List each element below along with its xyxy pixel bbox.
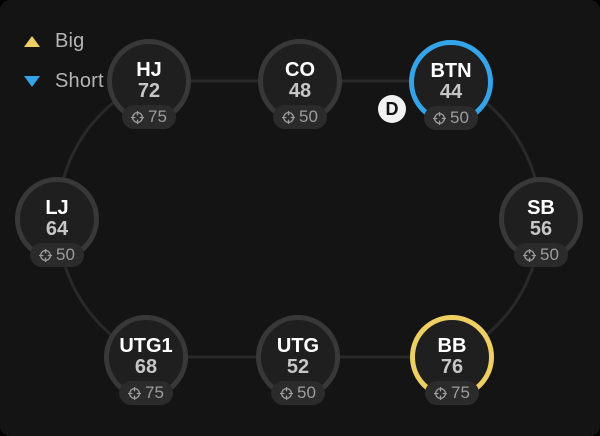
seat-position-label: UTG [276,335,320,357]
dealer-button: D [378,95,406,123]
legend-label-short: Short [55,69,104,92]
chip-count-badge: 50 [273,105,327,129]
seat-value: 64 [45,218,69,240]
seat-value: 52 [286,356,310,378]
chip-count: 75 [145,383,164,402]
seat-value: 48 [288,80,312,102]
crosshair-icon [280,386,294,400]
seat-position-label: HJ [136,59,162,81]
seat-co[interactable]: CO 48 50 [258,39,342,129]
chip-count-badge: 50 [424,106,478,130]
chip-count: 50 [56,245,75,264]
seat-circle: HJ 72 [107,39,191,123]
chip-count: 50 [450,108,469,127]
chip-count: 50 [297,383,316,402]
chip-count-badge: 50 [514,243,568,267]
seat-sb[interactable]: SB 56 50 [499,177,583,267]
seat-value: 72 [137,80,161,102]
seat-circle: UTG 52 [256,315,340,399]
chip-count: 75 [451,383,470,402]
chip-count: 50 [299,107,318,126]
seat-utg[interactable]: UTG 52 50 [256,315,340,405]
seat-btn[interactable]: BTN 44 50 [409,40,493,130]
seat-position-label: LJ [45,197,69,219]
chip-count-badge: 50 [271,381,325,405]
seat-position-label: CO [285,59,315,81]
seat-position-label: BB [437,335,467,357]
triangle-down-icon [24,75,40,87]
chip-count: 75 [148,107,167,126]
crosshair-icon [433,111,447,125]
chip-count: 50 [540,245,559,264]
seat-circle: LJ 64 [15,177,99,261]
chip-count-badge: 75 [122,105,176,129]
crosshair-icon [131,110,145,124]
seat-utg1[interactable]: UTG1 68 75 [104,315,188,405]
crosshair-icon [523,248,537,262]
seat-value: 44 [439,81,463,103]
seat-hj[interactable]: HJ 72 75 [107,39,191,129]
seat-value: 68 [134,356,158,378]
seat-position-label: UTG1 [119,335,173,357]
chip-count-badge: 75 [119,381,173,405]
legend-item-big: Big [24,29,104,53]
crosshair-icon [128,386,142,400]
seat-lj[interactable]: LJ 64 50 [15,177,99,267]
seat-circle: SB 56 [499,177,583,261]
chip-count-badge: 50 [30,243,84,267]
legend-item-short: Short [24,69,104,93]
triangle-up-icon [24,35,40,47]
legend-label-big: Big [55,29,85,52]
seat-position-label: BTN [430,60,472,82]
seat-position-label: SB [527,197,555,219]
chip-count-badge: 75 [425,381,479,405]
seat-value: 76 [440,356,464,378]
crosshair-icon [39,248,53,262]
seat-bb[interactable]: BB 76 75 [410,315,494,405]
seat-value: 56 [529,218,553,240]
legend: Big Short [24,29,104,109]
crosshair-icon [434,386,448,400]
crosshair-icon [282,110,296,124]
